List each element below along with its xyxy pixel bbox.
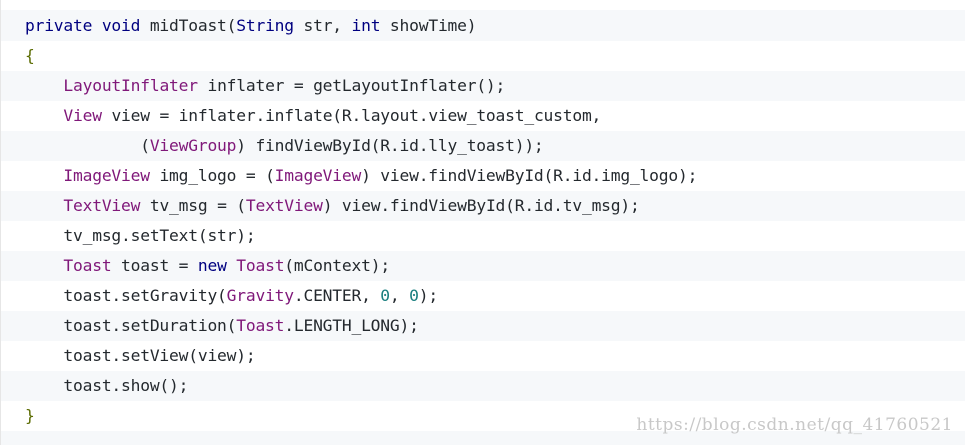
code-line: ImageView img_logo = (ImageView) view.fi…	[1, 161, 965, 191]
code-line: toast.setView(view);	[1, 341, 965, 371]
code-token: Toast	[236, 256, 285, 275]
code-token: LayoutInflater	[63, 76, 198, 95]
code-token: TextView	[63, 196, 141, 215]
code-line: TextView tv_msg = (TextView) view.findVi…	[1, 191, 965, 221]
code-token: 0	[409, 286, 419, 305]
code-token: Gravity	[226, 286, 294, 305]
code-token: (mContext);	[284, 256, 390, 275]
code-token	[25, 106, 63, 125]
code-token: 0	[380, 286, 390, 305]
code-line: toast.setGravity(Gravity.CENTER, 0, 0);	[1, 281, 965, 311]
code-token: toast.show();	[25, 376, 189, 395]
code-token: toast.setDuration(	[25, 316, 237, 335]
code-token: ) findViewById(R.id.lly_toast));	[236, 136, 544, 155]
code-token	[227, 256, 237, 275]
top-strip	[1, 0, 965, 10]
code-token: ) view.findViewById(R.id.img_logo);	[361, 166, 698, 185]
code-line: View view = inflater.inflate(R.layout.vi…	[1, 101, 965, 131]
code-token	[25, 256, 63, 275]
code-token: toast.setView(view);	[25, 346, 256, 365]
code-line: tv_msg.setText(str);	[1, 221, 965, 251]
watermark: https://blog.csdn.net/qq_41760521	[636, 415, 953, 435]
code-token: ,	[389, 286, 410, 305]
code-token: {	[25, 46, 35, 65]
code-token: tv_msg.setText(str);	[25, 226, 256, 245]
code-token: view = inflater.inflate(R.layout.view_to…	[101, 106, 602, 125]
code-token	[25, 166, 63, 185]
code-token: );	[418, 286, 438, 305]
code-line: {	[1, 41, 965, 71]
code-token: str,	[293, 16, 352, 35]
code-line: private void midToast(String str, int sh…	[1, 11, 965, 41]
code-token: ViewGroup	[149, 136, 237, 155]
code-token	[25, 196, 63, 215]
code-token	[25, 76, 63, 95]
code-token: midToast	[149, 16, 227, 35]
code-token: ImageView	[274, 166, 362, 185]
code-token: private void	[25, 16, 150, 35]
code-token: Toast	[236, 316, 285, 335]
code-lines: private void midToast(String str, int sh…	[1, 11, 965, 431]
code-token: showTime)	[380, 16, 477, 35]
code-token: inflater = getLayoutInflater();	[197, 76, 506, 95]
code-token: int	[351, 16, 381, 35]
code-token: new	[197, 256, 227, 275]
code-token: .LENGTH_LONG);	[284, 316, 419, 335]
code-token: ImageView	[63, 166, 150, 185]
code-token: View	[63, 106, 102, 125]
code-token: (	[226, 16, 237, 35]
code-token: img_logo = (	[149, 166, 275, 185]
code-line: (ViewGroup) findViewById(R.id.lly_toast)…	[1, 131, 965, 161]
code-token: Toast	[63, 256, 112, 275]
code-line: Toast toast = new Toast(mContext);	[1, 251, 965, 281]
code-token: TextView	[245, 196, 323, 215]
code-token: (	[25, 136, 150, 155]
code-token: tv_msg = (	[140, 196, 246, 215]
code-line: LayoutInflater inflater = getLayoutInfla…	[1, 71, 965, 101]
code-token: .CENTER,	[293, 286, 381, 305]
code-token: toast =	[111, 256, 198, 275]
code-token: }	[25, 406, 35, 425]
code-line: toast.setDuration(Toast.LENGTH_LONG);	[1, 311, 965, 341]
code-token: String	[236, 16, 294, 35]
code-token: toast.setGravity(	[25, 286, 227, 305]
code-line: }	[1, 401, 965, 431]
code-line: toast.show();	[1, 371, 965, 401]
code-token: ) view.findViewById(R.id.tv_msg);	[322, 196, 640, 215]
